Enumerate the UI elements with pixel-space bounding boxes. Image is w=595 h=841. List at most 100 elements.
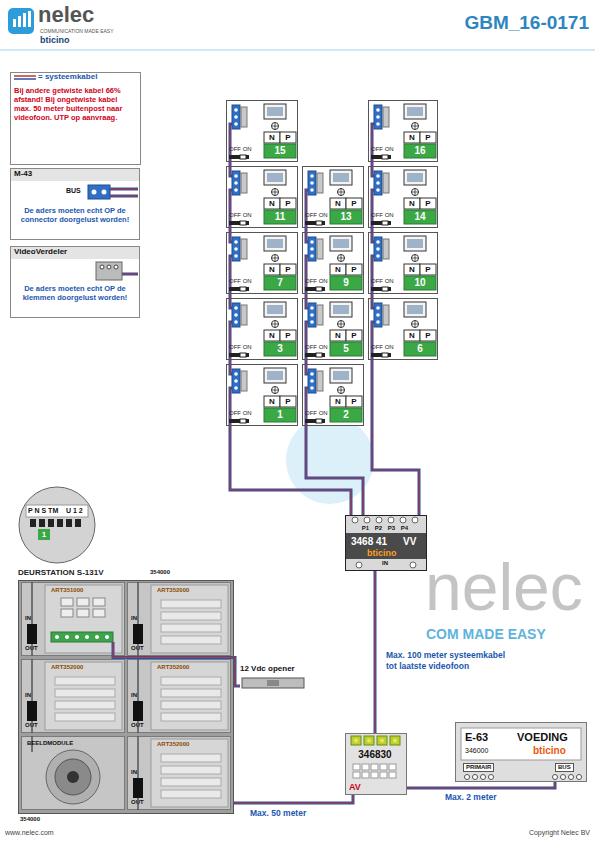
module-panel xyxy=(45,585,122,653)
switch xyxy=(305,287,325,291)
node-text: 346830 xyxy=(345,749,405,761)
terminal xyxy=(310,306,314,310)
terminal xyxy=(376,240,380,244)
node-text: P xyxy=(280,264,296,275)
node-text: N xyxy=(264,396,280,407)
number-cell xyxy=(330,210,362,224)
system-cable xyxy=(112,642,115,656)
knob-cross xyxy=(337,320,345,328)
terminal xyxy=(393,739,397,743)
video-monitor: NP14OFF ON xyxy=(368,166,438,228)
name-card xyxy=(161,689,221,697)
switch xyxy=(229,155,249,159)
number-cell xyxy=(404,342,436,356)
terminal-block xyxy=(308,237,316,261)
switch xyxy=(371,353,391,357)
system-cable-core xyxy=(110,189,138,190)
door-module: ART352000INOUT xyxy=(21,659,125,733)
indicator xyxy=(380,764,387,770)
video-monitor: NP6OFF ON xyxy=(368,298,438,360)
cable-length-label: Max. 100 meter systeemkabel tot laatste … xyxy=(386,650,510,671)
av-module: 346830AV xyxy=(345,733,407,795)
terminal xyxy=(85,635,89,639)
knob-cross xyxy=(411,254,419,262)
logo-text: nelec xyxy=(38,3,94,27)
terminal xyxy=(376,181,380,185)
system-cable-core xyxy=(372,228,373,232)
monitor-box xyxy=(227,233,298,294)
node-text: ART352000 xyxy=(157,664,189,671)
module-body xyxy=(128,737,231,810)
opener-body xyxy=(242,678,304,688)
node-text: P1 P2 P3 P4 xyxy=(347,525,423,532)
door-opener: 12 Vdc opener xyxy=(240,664,306,692)
node-text: OFF ON xyxy=(371,146,394,153)
monitor-box xyxy=(227,101,298,162)
connector xyxy=(317,173,323,193)
node-shape xyxy=(127,659,231,733)
legend-text: = systeemkabel xyxy=(38,72,97,82)
node-shape xyxy=(21,659,125,733)
indicator xyxy=(362,772,369,778)
door-module: ART351000INOUT xyxy=(21,582,125,656)
knob xyxy=(272,123,279,130)
node-text: bticino xyxy=(367,548,397,559)
knob-cross xyxy=(271,188,279,196)
dip-switch xyxy=(48,519,54,527)
terminal xyxy=(102,190,107,195)
cell xyxy=(280,132,296,143)
node-text: OFF ON xyxy=(229,278,252,285)
logo-subtitle: COMMUNICATION MADE EASY xyxy=(40,28,114,34)
bus-connector xyxy=(88,185,110,199)
part-number: 354000 xyxy=(150,569,170,576)
node-text: OFF ON xyxy=(229,410,252,417)
node-text: P xyxy=(280,396,296,407)
cell xyxy=(404,198,420,209)
monitor-icon xyxy=(264,104,286,119)
node-text: AV xyxy=(349,782,361,793)
system-cable-core xyxy=(372,162,373,166)
connector xyxy=(383,107,389,127)
node-text: P xyxy=(420,264,436,275)
node-text: OUT xyxy=(131,799,144,806)
node-shape xyxy=(226,232,298,294)
screen xyxy=(407,305,423,314)
monitor-box xyxy=(303,365,364,426)
monitor-box xyxy=(369,299,438,360)
video-monitor: NP7OFF ON xyxy=(226,232,298,294)
speaker-grille xyxy=(93,598,105,606)
node-text: De aders moeten echt OP de connector doo… xyxy=(14,206,136,224)
door-module: ART352000INOUT xyxy=(127,736,231,810)
terminal xyxy=(234,115,238,119)
monitor-icon xyxy=(264,302,286,317)
monitor-box xyxy=(369,233,438,294)
node-text: 6 xyxy=(404,342,436,356)
terminal xyxy=(376,247,380,251)
terminal xyxy=(234,320,238,324)
system-cable xyxy=(110,188,138,191)
cell xyxy=(346,198,362,209)
door-station: ART351000INOUTART352000INOUTART352000INO… xyxy=(18,568,234,814)
terminal xyxy=(234,188,238,192)
terminal xyxy=(376,188,380,192)
node-text: OFF ON xyxy=(371,212,394,219)
terminal xyxy=(310,320,314,324)
number-cell xyxy=(264,408,296,422)
system-cable xyxy=(407,782,555,788)
switch-knob xyxy=(316,221,322,225)
terminal-block xyxy=(232,237,240,261)
terminal-block xyxy=(374,105,382,129)
node-text: N xyxy=(404,198,420,209)
terminal xyxy=(388,517,394,523)
knob xyxy=(412,255,419,262)
title-band xyxy=(11,247,139,259)
monitor-icon xyxy=(404,104,426,119)
speaker-grille xyxy=(61,598,73,606)
node-text: 11 xyxy=(264,210,296,224)
node-text: DEURSTATION S-131V xyxy=(18,568,104,578)
website: www.nelec.com xyxy=(5,829,54,837)
node-text: OUT xyxy=(131,722,144,729)
module-wire xyxy=(137,582,139,656)
cable-length-label: Max. 50 meter xyxy=(250,808,306,818)
